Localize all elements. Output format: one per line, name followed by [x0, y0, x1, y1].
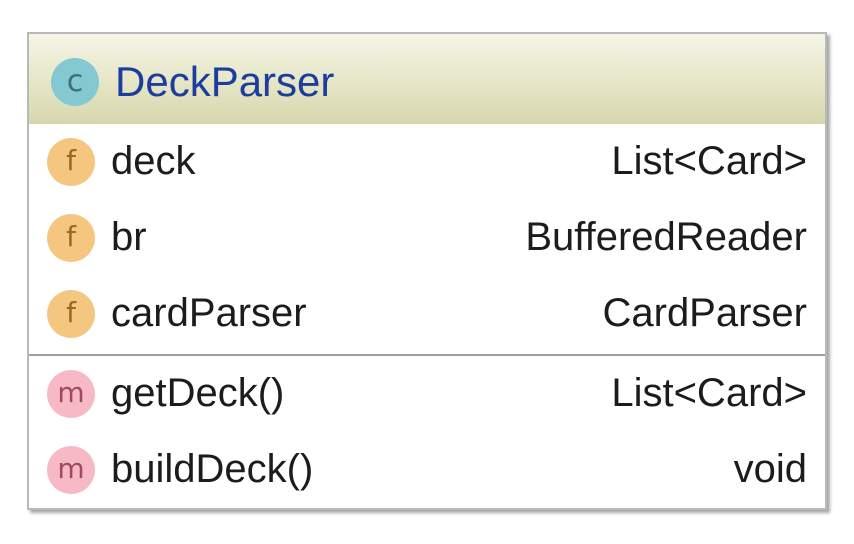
- method-return-type: List<Card>: [611, 371, 807, 415]
- class-diagram-card[interactable]: c DeckParser f deck List<Card> f br Buff…: [27, 32, 827, 510]
- class-header[interactable]: c DeckParser: [29, 34, 825, 124]
- method-row[interactable]: m buildDeck() void: [29, 432, 825, 508]
- field-name: deck: [111, 139, 196, 183]
- method-icon: m: [47, 370, 95, 418]
- class-name: DeckParser: [115, 58, 335, 105]
- field-type: CardParser: [602, 291, 807, 335]
- field-name: cardParser: [111, 291, 307, 335]
- section-divider: [29, 354, 825, 356]
- field-name: br: [111, 215, 147, 259]
- method-name: buildDeck(): [111, 447, 314, 491]
- field-row[interactable]: f deck List<Card>: [29, 124, 825, 200]
- field-row[interactable]: f cardParser CardParser: [29, 276, 825, 352]
- field-type: BufferedReader: [525, 215, 807, 259]
- field-type: List<Card>: [611, 139, 807, 183]
- method-icon: m: [47, 446, 95, 494]
- method-row[interactable]: m getDeck() List<Card>: [29, 356, 825, 432]
- method-name: getDeck(): [111, 371, 285, 415]
- field-icon: f: [47, 214, 95, 262]
- class-icon: c: [51, 58, 99, 106]
- field-icon: f: [47, 290, 95, 338]
- field-row[interactable]: f br BufferedReader: [29, 200, 825, 276]
- method-return-type: void: [733, 447, 807, 491]
- field-icon: f: [47, 138, 95, 186]
